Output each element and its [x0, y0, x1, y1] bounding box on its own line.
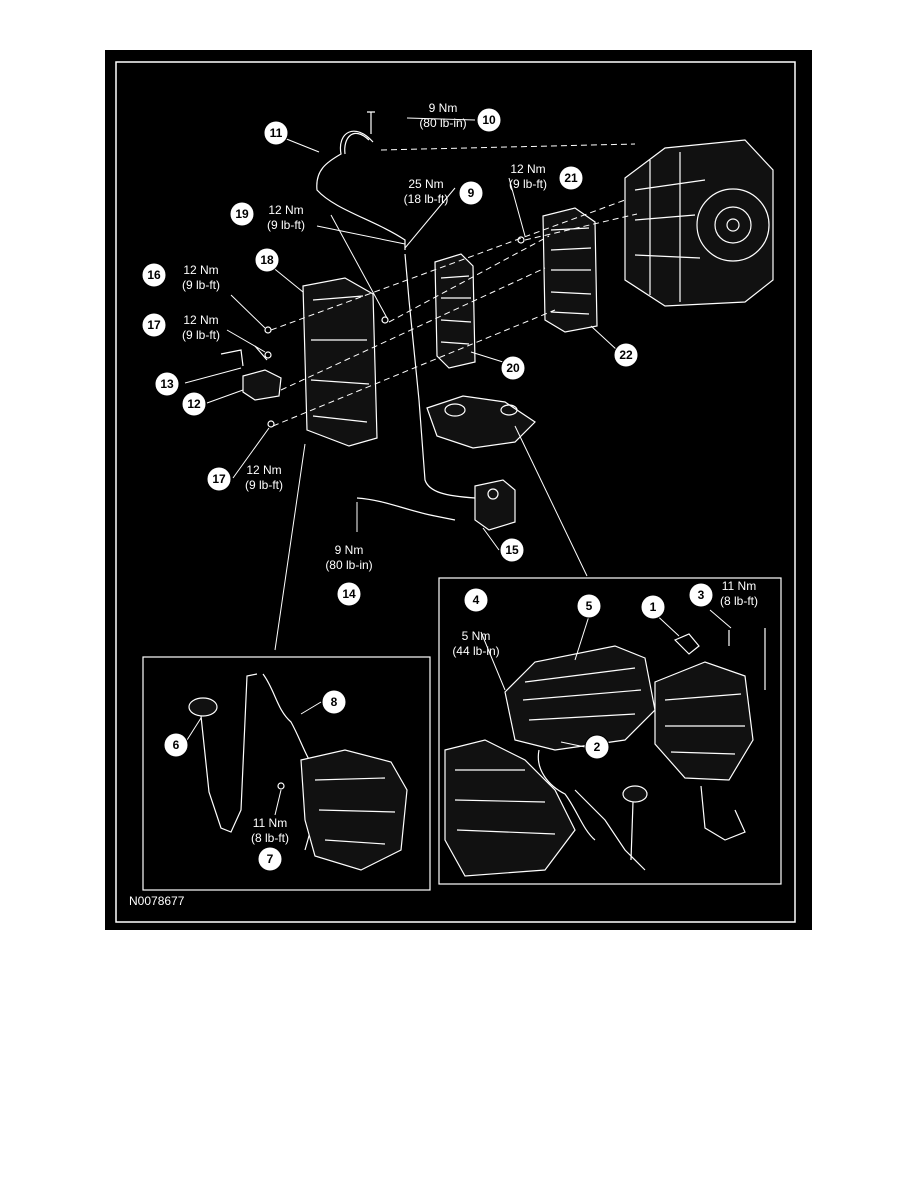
- callout-15: 15: [499, 537, 525, 563]
- svg-text:2: 2: [594, 740, 601, 754]
- callout-17b: 17: [206, 466, 232, 492]
- callout-13: 13: [154, 371, 180, 397]
- svg-text:21: 21: [564, 171, 578, 185]
- torque-14-imperial: (80 lb-in): [325, 558, 372, 572]
- inset-frame-dipstick: [142, 656, 431, 891]
- figure-id: N0078677: [129, 894, 185, 908]
- torque-7-imperial: (8 lb-ft): [251, 831, 289, 845]
- svg-text:3: 3: [698, 588, 705, 602]
- callout-10: 10: [476, 107, 502, 133]
- svg-text:18: 18: [260, 253, 274, 267]
- assembly-lines: [270, 143, 638, 427]
- callout-18: 18: [254, 247, 280, 273]
- torque-21-imperial: (9 lb-ft): [509, 177, 547, 191]
- torque-19-nm: 12 Nm: [268, 203, 303, 217]
- callout-20: 20: [500, 355, 526, 381]
- air-cleaner-inset-drawing: [444, 628, 766, 877]
- torque-4-nm: 5 Nm: [462, 629, 491, 643]
- torque-19-imperial: (9 lb-ft): [267, 218, 305, 232]
- fluid-line: [404, 253, 476, 499]
- inset-frame-air-cleaner: [438, 577, 782, 885]
- callout-leaders: [184, 117, 732, 816]
- bracket-assembly: [426, 395, 536, 449]
- callout-3: 3: [688, 582, 714, 608]
- callout-5: 5: [576, 593, 602, 619]
- svg-text:15: 15: [505, 543, 519, 557]
- torque-17b-nm: 12 Nm: [246, 463, 281, 477]
- svg-text:5: 5: [586, 599, 593, 613]
- callout-14: 14: [336, 581, 362, 607]
- outer-frame: [115, 61, 796, 923]
- torque-17a-nm: 12 Nm: [183, 313, 218, 327]
- solenoid-block: [474, 479, 516, 531]
- torque-labels: 9 Nm (80 lb-in) 25 Nm (18 lb-ft) 12 Nm (…: [182, 101, 758, 845]
- torque-7-nm: 11 Nm: [253, 816, 287, 830]
- torque-16-nm: 12 Nm: [183, 263, 218, 277]
- torque-10-nm: 9 Nm: [429, 101, 458, 115]
- svg-text:6: 6: [173, 738, 180, 752]
- svg-text:10: 10: [482, 113, 496, 127]
- dipstick-inset-drawing: [188, 673, 408, 871]
- callout-16: 16: [141, 262, 167, 288]
- lower-line: [356, 497, 456, 521]
- vent-tube: [316, 130, 406, 250]
- torque-4-imperial: (44 lb-in): [452, 644, 499, 658]
- torque-14-nm: 9 Nm: [335, 543, 364, 557]
- callout-11: 11: [263, 120, 289, 146]
- callout-9: 9: [458, 180, 484, 206]
- svg-text:14: 14: [342, 587, 356, 601]
- svg-text:9: 9: [468, 186, 475, 200]
- torque-9-nm: 25 Nm: [408, 177, 443, 191]
- callout-4: 4: [463, 587, 489, 613]
- torque-21-nm: 12 Nm: [510, 162, 545, 176]
- callout-22: 22: [613, 342, 639, 368]
- callout-7: 7: [257, 846, 283, 872]
- svg-text:20: 20: [506, 361, 520, 375]
- svg-text:17: 17: [147, 318, 161, 332]
- callout-21: 21: [558, 165, 584, 191]
- svg-text:12: 12: [187, 397, 201, 411]
- svg-text:1: 1: [650, 600, 657, 614]
- callout-12: 12: [181, 391, 207, 417]
- svg-text:22: 22: [619, 348, 633, 362]
- callout-19: 19: [229, 201, 255, 227]
- leader-to-air-cleaner-inset: [514, 425, 588, 577]
- svg-text:19: 19: [235, 207, 249, 221]
- torque-10-imperial: (80 lb-in): [419, 116, 466, 130]
- separator-plate: [434, 253, 476, 369]
- callout-17a: 17: [141, 312, 167, 338]
- torque-17b-imperial: (9 lb-ft): [245, 478, 283, 492]
- svg-text:13: 13: [160, 377, 174, 391]
- torque-16-imperial: (9 lb-ft): [182, 278, 220, 292]
- torque-9-imperial: (18 lb-ft): [404, 192, 449, 206]
- callout-1: 1: [640, 594, 666, 620]
- exploded-view-drawing: 9 Nm (80 lb-in) 25 Nm (18 lb-ft) 12 Nm (…: [115, 61, 796, 923]
- valve-body-cover: [302, 277, 378, 447]
- callout-8: 8: [321, 689, 347, 715]
- leader-to-dipstick-inset: [274, 443, 306, 651]
- svg-text:17: 17: [212, 472, 226, 486]
- svg-text:11: 11: [270, 126, 283, 140]
- svg-text:16: 16: [147, 268, 161, 282]
- main-control-valve-body: [542, 207, 598, 333]
- svg-text:7: 7: [267, 852, 274, 866]
- svg-text:8: 8: [331, 695, 338, 709]
- diagram-panel: 9 Nm (80 lb-in) 25 Nm (18 lb-ft) 12 Nm (…: [105, 50, 812, 930]
- torque-3-imperial: (8 lb-ft): [720, 594, 758, 608]
- electrical-connector: [220, 345, 282, 401]
- transmission-assembly: [624, 139, 774, 307]
- torque-3-nm: 11 Nm: [722, 579, 756, 593]
- vent-tube-outline: [344, 133, 370, 155]
- svg-text:4: 4: [473, 593, 480, 607]
- callout-6: 6: [163, 732, 189, 758]
- torque-17a-imperial: (9 lb-ft): [182, 328, 220, 342]
- callout-2: 2: [584, 734, 610, 760]
